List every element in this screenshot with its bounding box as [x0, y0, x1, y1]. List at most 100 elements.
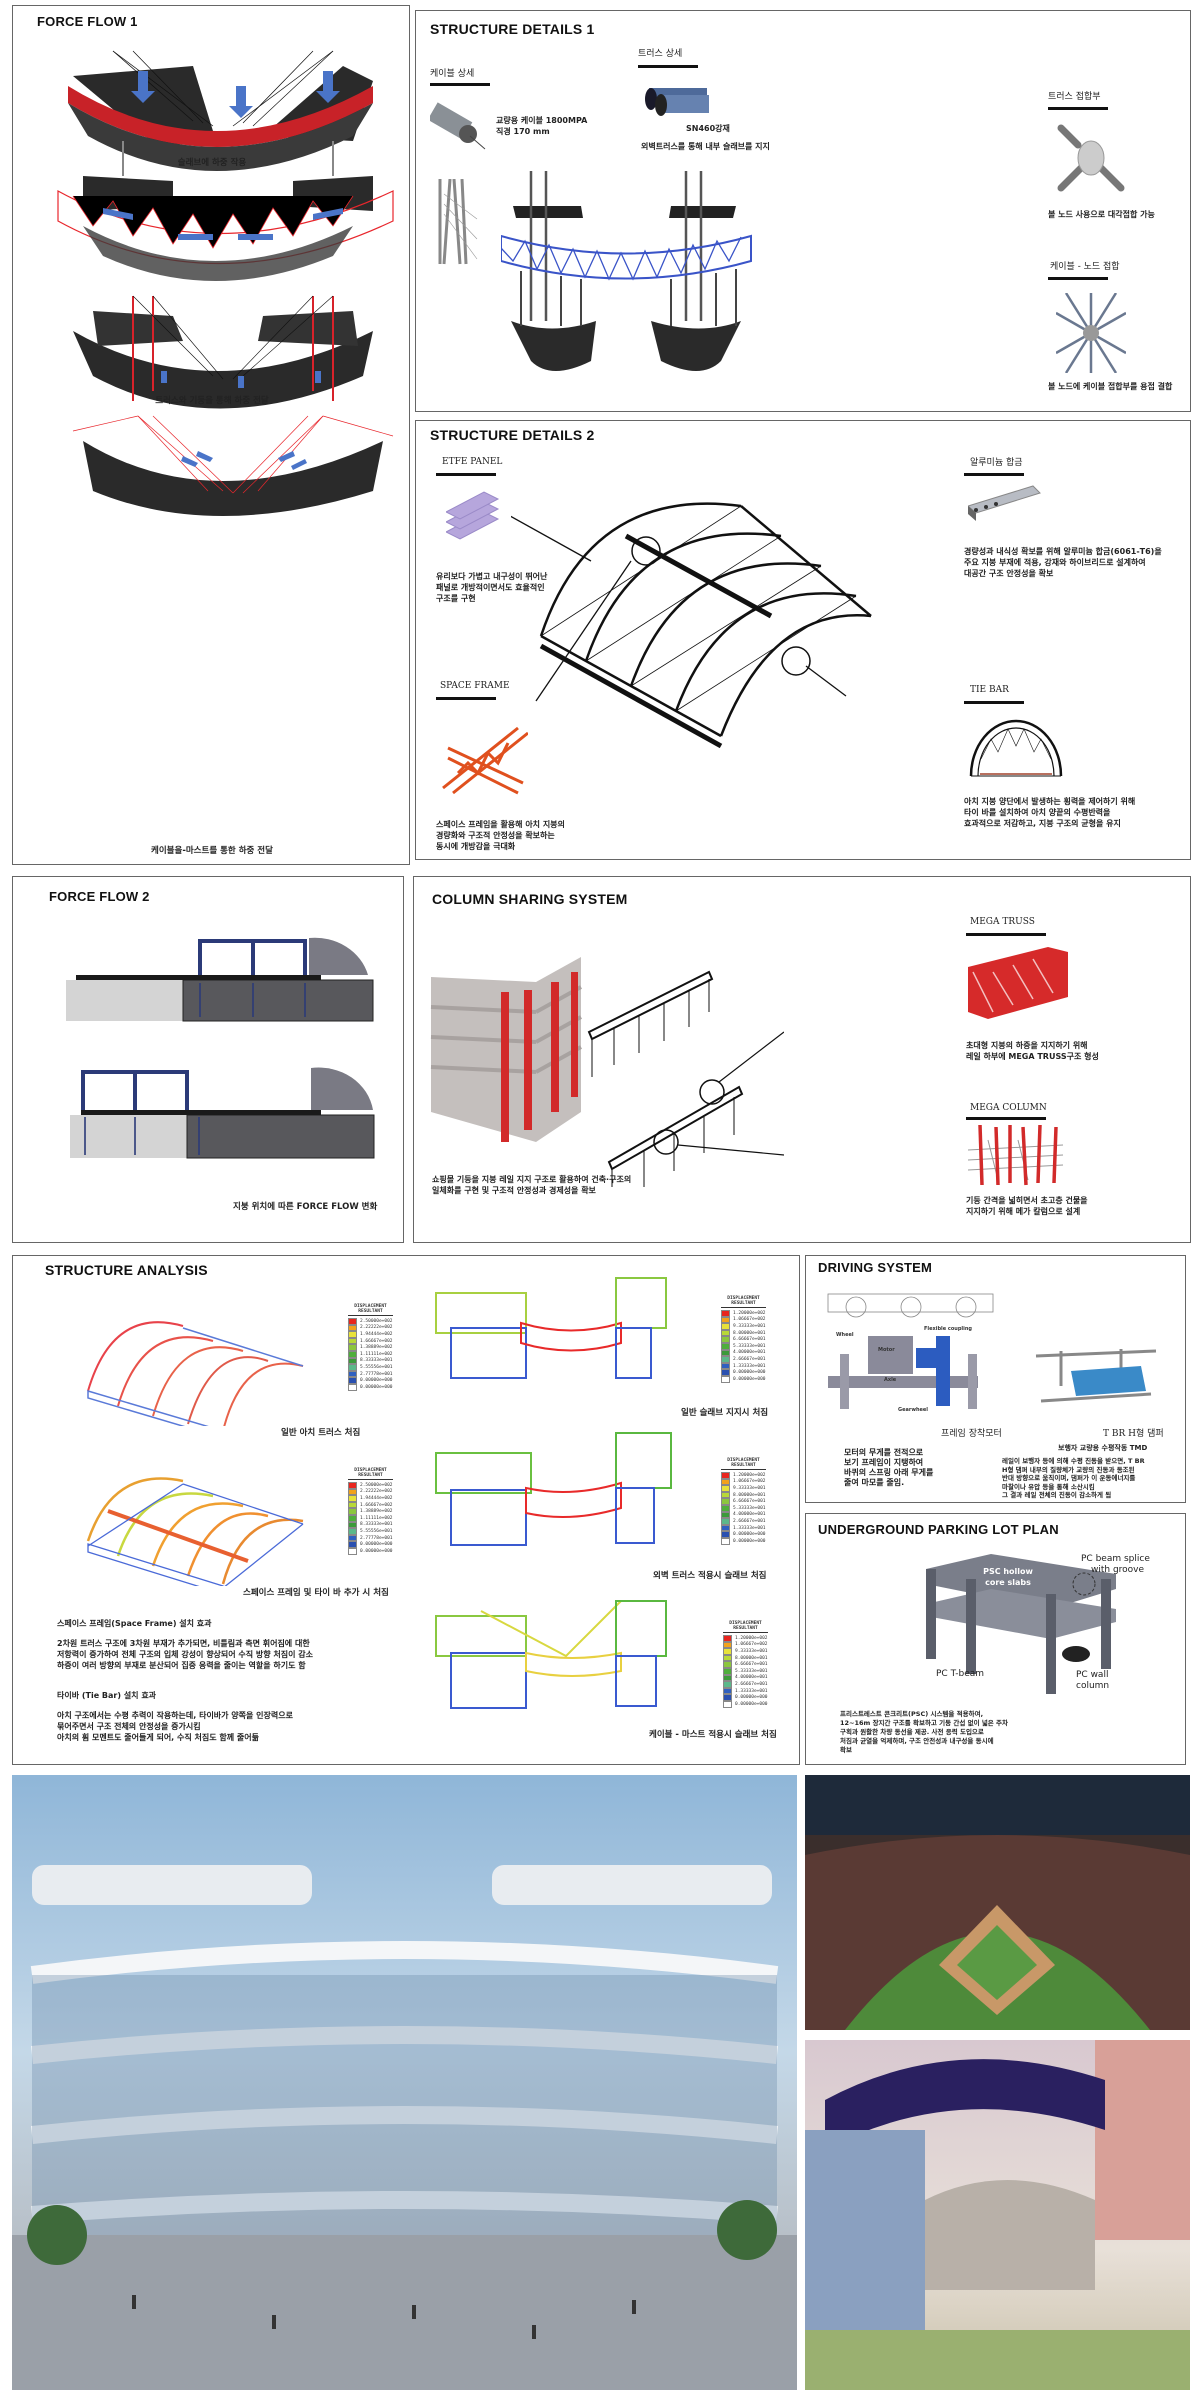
structure-details-1-panel: STRUCTURE DETAILS 1 케이블 상세 교량용 케이블 1800M…: [415, 10, 1191, 412]
tie-bar-text-2: 타이 바를 설치하여 아치 양끝의 수평반력을: [964, 808, 1111, 817]
label-pc-beam-splice-2: with groove: [1091, 1565, 1145, 1575]
panel-title: STRUCTURE DETAILS 1: [430, 21, 595, 37]
force-flow-diagram-columns: [73, 295, 373, 409]
legend-swatch: [721, 1316, 730, 1324]
cable-node-icon: [1056, 293, 1126, 373]
legend-swatch: [348, 1331, 357, 1338]
legend-swatch: [723, 1654, 732, 1662]
legend-swatch: [348, 1528, 357, 1535]
legend-row: 1.94444e+002: [348, 1331, 393, 1338]
legend-value: 2.66667e+001: [733, 1356, 766, 1362]
force-flow-1-panel: FORCE FLOW 1 슬래브에 하중 작용 트러스와 기둥을 통해 하중 전…: [12, 5, 410, 865]
legend-swatch: [723, 1694, 732, 1701]
legend-swatch: [348, 1337, 357, 1345]
legend-row: 4.00000e+001: [721, 1511, 766, 1519]
legend-value: 9.33333e+001: [733, 1323, 766, 1329]
panel-title: COLUMN SHARING SYSTEM: [432, 891, 628, 907]
parking-panel: UNDERGROUND PARKING LOT PLAN PSC hollow …: [805, 1513, 1186, 1765]
legend-row: 6.66667e+001: [721, 1336, 766, 1343]
legend-title: DISPLACEMENT: [354, 1468, 387, 1473]
legend-swatch: [721, 1369, 730, 1376]
legend-row: 1.33333e+001: [721, 1524, 766, 1532]
structure-analysis-panel: STRUCTURE ANALYSIS 일반 아치 트러스 처짐 스페이스 프레임…: [12, 1255, 800, 1765]
panel-title: FORCE FLOW 2: [49, 889, 150, 904]
motor-axle-diagram: [828, 1336, 978, 1409]
legend-swatch: [723, 1667, 732, 1675]
legend-row: 0.00000e+000: [721, 1537, 766, 1545]
label-flexible-coupling: Flexible coupling: [924, 1326, 972, 1332]
divider: [1048, 277, 1108, 280]
panel-title: STRUCTURE ANALYSIS: [45, 1262, 208, 1278]
legend-swatch: [721, 1498, 730, 1505]
legend-value: 2.66667e+001: [735, 1681, 768, 1687]
legend-row: 9.33333e+001: [721, 1485, 766, 1492]
legend-swatch: [348, 1488, 357, 1496]
parking-structure-diagram: [926, 1554, 1116, 1694]
legend-value: 5.33333e+001: [733, 1505, 766, 1511]
legend-row: 2.77778e+001: [348, 1534, 393, 1542]
legend-swatch: [721, 1310, 730, 1317]
legend-title: DISPLACEMENT: [727, 1458, 760, 1463]
legend-value: 0.00000e+000: [733, 1370, 766, 1376]
legend-value: 5.55556e+001: [360, 1528, 393, 1534]
legend-swatch: [721, 1323, 730, 1330]
tmd-text-1: 레일이 보행자 등에 의해 수평 진동을 받으면, T BR: [1002, 1457, 1145, 1465]
legend-row: 0.00000e+000: [723, 1694, 768, 1701]
tmd-text-3: 반대 방향으로 움직이며, 댐퍼가 이 운동에너지를: [1002, 1474, 1136, 1482]
legend-row: 2.22222e+002: [348, 1488, 393, 1496]
slab-analysis-plot-1: [435, 1277, 667, 1379]
legend-row: 0.00000e+000: [348, 1377, 393, 1384]
label-pc-wall-2: column: [1076, 1681, 1110, 1691]
divider: [1048, 107, 1108, 110]
legend-swatch: [348, 1370, 357, 1378]
legend-value: 1.33333e+001: [733, 1525, 766, 1531]
arch-truss-tiebar-analysis-plot: [86, 1477, 304, 1586]
legend-value: 5.33333e+001: [735, 1668, 768, 1674]
legend-swatch: [721, 1518, 730, 1525]
legend-row: 5.33333e+001: [723, 1667, 768, 1675]
cable-node-text: 볼 노드에 케이블 접합부를 용접 결합: [1048, 382, 1173, 391]
legend-subtitle: RESULTANT: [731, 1463, 756, 1468]
legend-swatch: [348, 1495, 357, 1502]
legend-row: 2.66667e+001: [721, 1518, 766, 1525]
legend-value: 0.00000e+000: [360, 1542, 393, 1548]
space-frame-text-1: 스페이스 프레임을 활용해 아치 지붕의: [436, 820, 565, 829]
legend-swatch: [348, 1377, 357, 1384]
legend-swatch: [721, 1485, 730, 1492]
mall-exterior-render: [12, 1775, 797, 2390]
legend-row: 5.33333e+001: [721, 1342, 766, 1350]
tmd-text-2: H형 댐퍼 내부의 질량체가 교량의 진동과 동조된: [1002, 1465, 1135, 1474]
tmd-heading: 보행자 교량용 수평작동 TMD: [1058, 1444, 1148, 1452]
legend-swatch: [721, 1329, 730, 1337]
panel-title: FORCE FLOW 1: [37, 14, 138, 29]
legend-swatch: [721, 1531, 730, 1538]
etfe-text-3: 구조를 구현: [436, 594, 476, 603]
legend-value: 0.00000e+000: [733, 1532, 766, 1538]
caption: 케이블을-마스트를 통한 하중 전달: [151, 846, 273, 856]
legend-row: 2.50000e+002: [348, 1482, 393, 1489]
truss-joint-label: 트러스 접합부: [1048, 92, 1101, 102]
legend-value: 4.00000e+001: [735, 1675, 768, 1681]
tie-bar-label: TIE BAR: [970, 685, 1009, 695]
legend-value: 2.22222e+002: [360, 1489, 393, 1495]
cable-anchor-icon: [438, 179, 478, 265]
legend-value: 1.06667e+002: [733, 1479, 766, 1485]
legend-row: 1.66667e+002: [348, 1501, 393, 1509]
legend-row: 2.66667e+001: [721, 1356, 766, 1363]
aluminum-text-1: 경량성과 내식성 확보를 위해 알루미늄 합금(6061-T6)을: [964, 547, 1162, 556]
legend-row: 5.55556e+001: [348, 1364, 393, 1371]
legend-swatch: [721, 1524, 730, 1532]
legend-swatch: [721, 1504, 730, 1512]
space-frame-icon: [442, 726, 528, 795]
legend-row: 1.33333e+001: [723, 1687, 768, 1695]
legend-value: 4.00000e+001: [733, 1350, 766, 1356]
divider: [430, 83, 490, 86]
legend-swatch: [721, 1511, 730, 1519]
tmd-text-5: 그 결과 레일 전체의 진동이 감소하게 됨: [1002, 1491, 1112, 1499]
motor-text-3: 바퀴의 스프링 아래 무게를: [844, 1468, 934, 1477]
legend-value: 1.20000e+002: [733, 1310, 766, 1316]
